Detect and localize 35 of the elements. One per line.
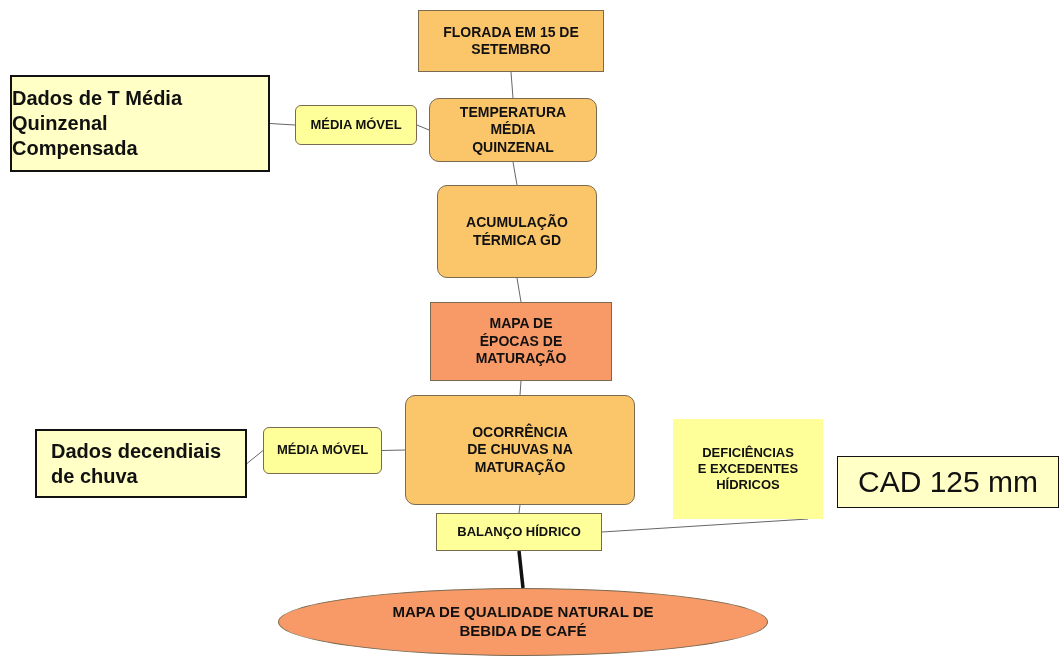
node-text: MÉDIA MÓVEL bbox=[310, 116, 402, 134]
process-box bbox=[295, 105, 417, 145]
node-text: Dados de T Média Quinzenal Compensada bbox=[12, 86, 184, 161]
process-box bbox=[437, 185, 597, 278]
node-text: FLORADA EM 15 DE SETEMBRO bbox=[442, 23, 580, 59]
data-box bbox=[35, 429, 247, 498]
parameter-box bbox=[837, 456, 1059, 508]
node-text: MAPA DE ÉPOCAS DE MATURAÇÃO bbox=[474, 315, 568, 368]
connector-line bbox=[381, 449, 406, 451]
connector-line bbox=[246, 450, 264, 464]
note-box bbox=[673, 419, 823, 519]
connector-line bbox=[517, 550, 525, 589]
node-text: CAD 125 mm bbox=[857, 464, 1038, 501]
node-text: DEFICIÊNCIAS E EXCEDENTES HÍDRICOS bbox=[697, 444, 799, 494]
node-text: MAPA DE QUALIDADE NATURAL DE BEBIDA DE CAFÉ bbox=[391, 603, 655, 641]
node-text: TEMPERATURA MÉDIA QUINZENAL bbox=[458, 103, 568, 157]
process-box bbox=[418, 10, 604, 72]
connector-line bbox=[516, 277, 522, 303]
connector-line bbox=[269, 123, 296, 126]
process-box bbox=[263, 427, 382, 474]
connector-line bbox=[518, 504, 521, 514]
connector-line bbox=[512, 161, 518, 186]
process-box bbox=[405, 395, 635, 505]
map-box bbox=[430, 302, 612, 381]
data-box bbox=[10, 75, 270, 172]
connector-line bbox=[519, 380, 522, 396]
node-text: ACUMULAÇÃO TÉRMICA GD bbox=[465, 214, 569, 249]
process-box bbox=[429, 98, 597, 162]
process-box bbox=[436, 513, 602, 551]
node-text: BALANÇO HÍDRICO bbox=[457, 523, 581, 541]
node-text: Dados decendiais de chuva bbox=[51, 438, 223, 489]
connector-line bbox=[510, 71, 514, 99]
connector-line bbox=[416, 124, 430, 131]
node-text: OCORRÊNCIA DE CHUVAS NA MATURAÇÃO bbox=[466, 423, 574, 477]
node-text: MÉDIA MÓVEL bbox=[276, 442, 369, 459]
